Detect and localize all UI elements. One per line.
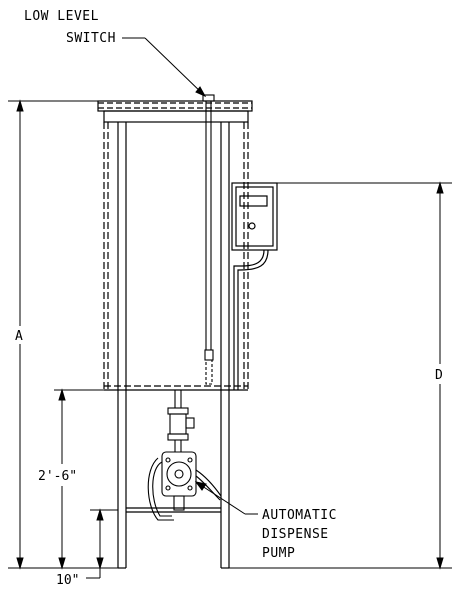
label-pump-line3: PUMP	[262, 546, 295, 561]
tank-lid	[97, 100, 253, 123]
stand-legs	[117, 122, 230, 569]
valve-handle	[185, 417, 195, 429]
dimension-10in	[86, 508, 118, 579]
dimension-a	[8, 99, 118, 570]
low-level-switch-tube	[202, 94, 215, 385]
dimension-10in-label: 10"	[56, 573, 79, 588]
leader-low-level-switch	[122, 37, 207, 98]
feed-pipe	[167, 390, 195, 452]
label-pump-line1: AUTOMATIC	[262, 508, 337, 523]
dispense-pump	[147, 451, 222, 521]
label-low-level-line1: LOW LEVEL	[24, 9, 99, 24]
controller-box	[231, 182, 278, 390]
dimension-2ft6	[54, 388, 104, 570]
dimension-2ft6-label: 2'-6"	[38, 469, 77, 484]
controller-display	[239, 195, 268, 207]
controller-knob	[248, 222, 256, 230]
tank-body	[103, 122, 249, 391]
dimension-d-label: D	[435, 368, 443, 383]
label-low-level-line2: SWITCH	[66, 31, 116, 46]
leader-pump	[194, 481, 258, 515]
label-pump-line2: DISPENSE	[262, 527, 329, 542]
dimension-a-label: A	[15, 329, 23, 344]
dimension-d	[229, 181, 452, 570]
